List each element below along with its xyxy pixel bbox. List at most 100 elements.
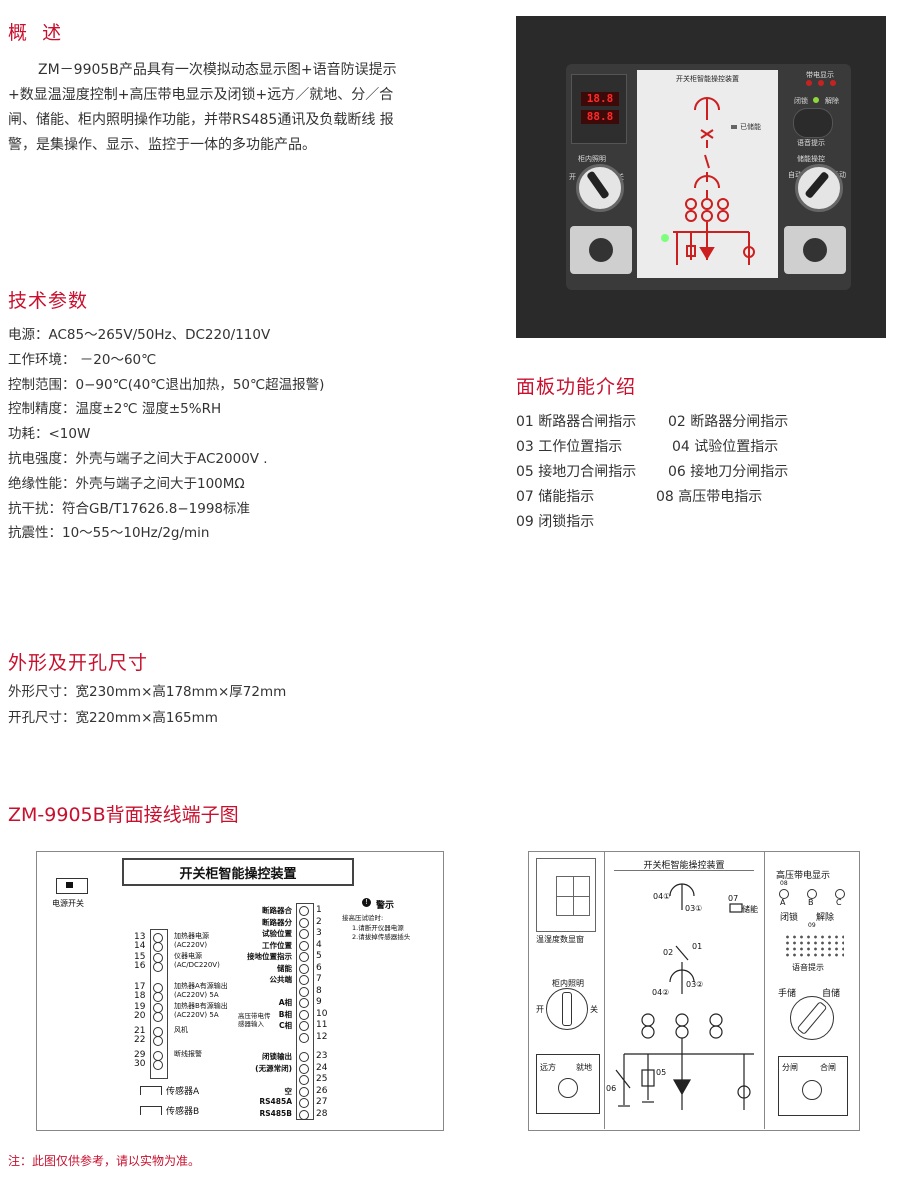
status-label: 带电显示 [806, 71, 834, 79]
terminal-screw [153, 942, 163, 952]
terminal-label: RS485A [259, 1097, 292, 1106]
front-lcd-grid [556, 876, 590, 916]
front-abc-c: C [836, 898, 842, 907]
terminal-screw [299, 1032, 309, 1043]
terminal-label: A相 [278, 998, 292, 1007]
terminal-screw [299, 963, 309, 974]
terminal-number: 15 [134, 952, 146, 962]
front-hv-label: 高压带电显示 [776, 871, 831, 881]
terminal-number: 4 [316, 939, 322, 950]
front-unlock-label: 解除 [816, 913, 835, 923]
panel-func-row: 07 储能指示 08 高压带电指示 [516, 485, 788, 510]
terminal-number: 12 [316, 1031, 328, 1042]
terminal-group-label: 断线报警 [174, 1050, 202, 1058]
panel-func-item: 08 高压带电指示 [656, 489, 763, 505]
terminal-screw [299, 929, 309, 939]
panel-func-row: 01 断路器合闸指示 02 断路器分闸指示 [516, 410, 788, 435]
terminal-number: 18 [134, 991, 146, 1001]
terminal-number: 25 [316, 1074, 328, 1084]
overview-title: 概 述 [8, 22, 63, 44]
device-title: 开关柜智能操控装置 [179, 867, 297, 882]
terminal-screw [299, 998, 309, 1008]
right-keyhole [803, 238, 827, 262]
hv-led-c [830, 80, 836, 86]
terminal-label: 断路器分 [262, 917, 292, 927]
front-abc-a: A [780, 898, 786, 907]
voice-label: 语音提示 [797, 139, 825, 147]
lcd-bottom: 88.8 [581, 110, 619, 124]
warning-title: 警示 [376, 901, 395, 911]
terminal-number: 16 [134, 961, 146, 971]
tech-item: 工作环境： －20～60℃ [8, 351, 157, 368]
terminal-screw [153, 1012, 163, 1022]
terminal-number: 24 [316, 1062, 328, 1073]
terminal-label: 空 [284, 1086, 293, 1096]
terminal-screw [153, 962, 163, 972]
front-knob-bar [562, 992, 572, 1026]
terminal-number: 8 [316, 985, 322, 996]
terminal-label: 闭锁输出 [262, 1052, 292, 1061]
front-lock-label: 闭锁 [780, 913, 799, 923]
terminal-number: 1 [316, 905, 322, 915]
terminal-screw [299, 1009, 309, 1020]
front-remote-box [536, 1054, 600, 1114]
front-led-c [835, 889, 845, 899]
panel-func-row: 09 闭锁指示 [516, 510, 788, 535]
terminal-group-label: 加热器A有源输出 (AC220V) 5A [174, 982, 228, 999]
terminal-screw [299, 1098, 309, 1108]
front-lcd-box [536, 858, 596, 932]
store-knob[interactable] [795, 164, 843, 212]
front-remote-keyhole [558, 1078, 578, 1098]
terminal-screw [299, 975, 309, 985]
terminal-number: 3 [316, 928, 322, 938]
front-speaker-grid [784, 934, 844, 958]
tech-item: 功耗：<10W [8, 426, 91, 443]
front-title: 开关柜智能操控装置 [643, 861, 725, 871]
terminal-group-label: 仪器电源 (AC/DC220V) [174, 952, 220, 969]
terminal-screw [299, 986, 309, 997]
panel-func-item: 07 储能指示 [516, 489, 595, 505]
knob-right-auto: 自动 [788, 171, 802, 179]
terminal-label: 断路器合 [262, 906, 292, 915]
terminal-screw [299, 1086, 309, 1097]
front-num: 07 [728, 894, 739, 903]
wiring-title: ZM-9905B背面接线端子图 [8, 804, 239, 826]
terminal-screw [153, 992, 163, 1002]
terminal-number: 10 [316, 1008, 328, 1019]
panel-func-item: 01 断路器合闸指示 [516, 414, 637, 430]
terminal-number: 11 [316, 1020, 328, 1030]
terminal-number: 17 [134, 982, 146, 992]
terminal-label: 接地位置指示 [247, 952, 292, 961]
size-item: 外形尺寸：宽230mm×高178mm×厚72mm [8, 684, 287, 700]
terminal-label: 试验位置 [262, 929, 292, 938]
terminal-number: 22 [134, 1035, 146, 1045]
tech-item: 控制精度：温度±2℃ 湿度±5%RH [8, 401, 222, 418]
front-num: 02 [663, 948, 674, 957]
terminal-group-label: 风机 [174, 1026, 188, 1034]
panel-func-item: 03 工作位置指示 [516, 439, 623, 455]
terminal-number: 6 [316, 962, 322, 973]
warning-line: 1.请断开仪器电源 [352, 924, 404, 932]
lcd-display-box [571, 74, 627, 144]
terminal-screw [299, 940, 309, 951]
hv-led-a [806, 80, 812, 86]
panel-func-item: 02 断路器分闸指示 [668, 414, 789, 430]
terminal-screw [299, 1075, 309, 1085]
front-open-keyhole [802, 1080, 822, 1100]
terminal-number: 2 [316, 916, 322, 927]
front-num: 03① [685, 904, 703, 913]
front-knob-off: 关 [590, 1005, 598, 1014]
front-mimic [614, 870, 754, 1110]
sensor-b-label: 传感器B [166, 1107, 200, 1117]
front-num: 01 [692, 942, 703, 951]
terminal-number: 14 [134, 941, 146, 951]
terminal-group-label: 加热器B有源输出 (AC220V) 5A [174, 1002, 228, 1019]
front-left-column [528, 851, 605, 1129]
terminal-number: 9 [316, 997, 322, 1007]
terminal-number: 13 [134, 932, 146, 942]
left-terminal-strip [150, 929, 168, 1079]
size-title: 外形及开孔尺寸 [8, 652, 149, 674]
power-switch-dot [66, 882, 73, 888]
front-num: 04① [653, 892, 671, 901]
front-auto-knob [790, 996, 834, 1040]
